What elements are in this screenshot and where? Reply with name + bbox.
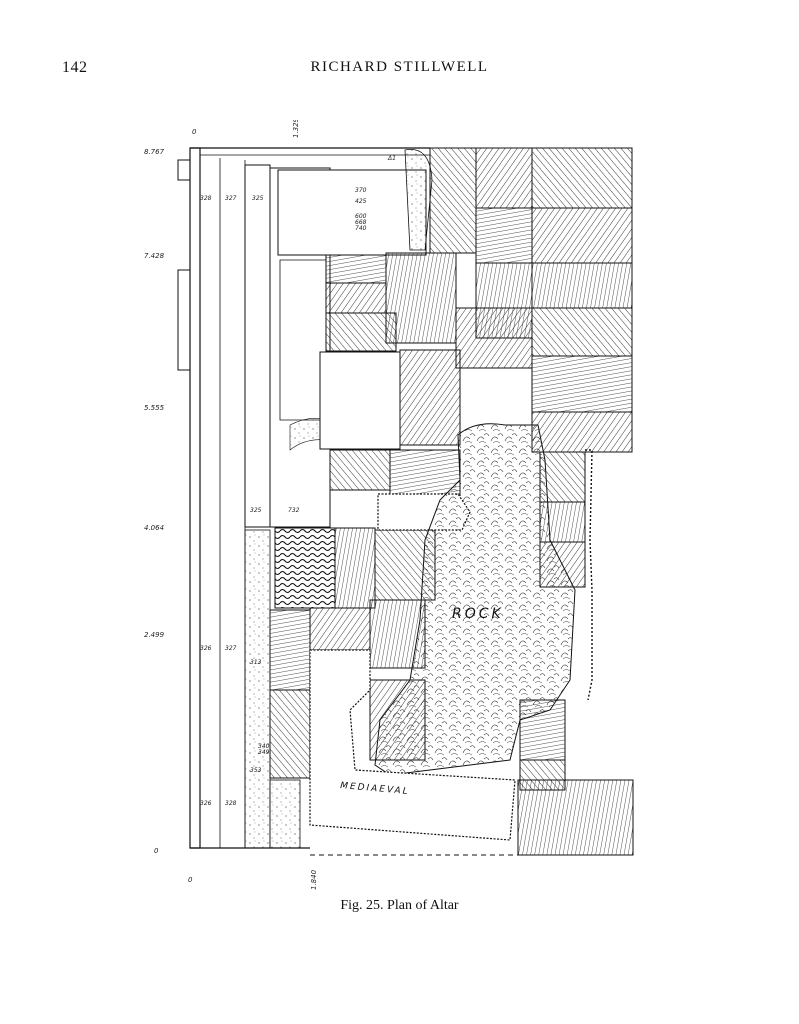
top-mark: 1.329 (292, 120, 300, 138)
column-mark: 327 (225, 645, 237, 652)
mediaeval-area (309, 649, 516, 841)
small-mark: 349 (258, 749, 270, 756)
stippled-block (269, 779, 301, 849)
elevation-label: 7.428 (144, 252, 165, 260)
right-edge-line (585, 449, 593, 701)
inset-mark: 425 (355, 198, 367, 205)
column-mark: 313 (250, 659, 262, 666)
top-mark: 0 (192, 128, 197, 136)
page-number: 142 (62, 59, 88, 76)
elevation-label: 5.555 (144, 404, 165, 412)
column-mark: 326 (200, 800, 212, 807)
rock-label: ROCK (452, 606, 504, 622)
hatched-stone-blocks (269, 147, 634, 856)
inset-mark: 600 (355, 213, 367, 220)
elevation-label: 4.064 (144, 524, 164, 532)
stippled-strip (244, 529, 271, 849)
running-head: RICHARD STILLWELL (310, 59, 489, 75)
elevation-label: 2.499 (144, 631, 165, 639)
small-mark: Δ1 (387, 155, 396, 162)
column-mark: 732 (288, 507, 300, 514)
figure-caption: Fig. 25. Plan of Altar (340, 898, 459, 913)
inset-mark: 740 (355, 225, 367, 232)
column-mark: 326 (200, 645, 212, 652)
column-mark: 325 (250, 507, 262, 514)
bottom-mark: 0 (188, 876, 193, 884)
column-mark: 328 (200, 195, 212, 202)
inset-mark: 668 (355, 219, 367, 226)
column-mark: 328 (225, 800, 237, 807)
small-mark: 340 (258, 743, 270, 750)
rock-outcrop (374, 423, 576, 776)
bottom-mark: 1.840 (310, 869, 318, 890)
elevation-label: 0 (154, 847, 159, 855)
elevation-label: 8.767 (144, 148, 165, 156)
altar-plan-figure: 8.767 7.428 5.555 4.064 2.499 0 0 1.329 … (140, 120, 650, 890)
column-mark: 327 (225, 195, 237, 202)
small-mark: 353 (250, 767, 262, 774)
altar-foundation (244, 148, 433, 528)
column-mark: 325 (252, 195, 264, 202)
inset-mark: 370 (355, 187, 367, 194)
